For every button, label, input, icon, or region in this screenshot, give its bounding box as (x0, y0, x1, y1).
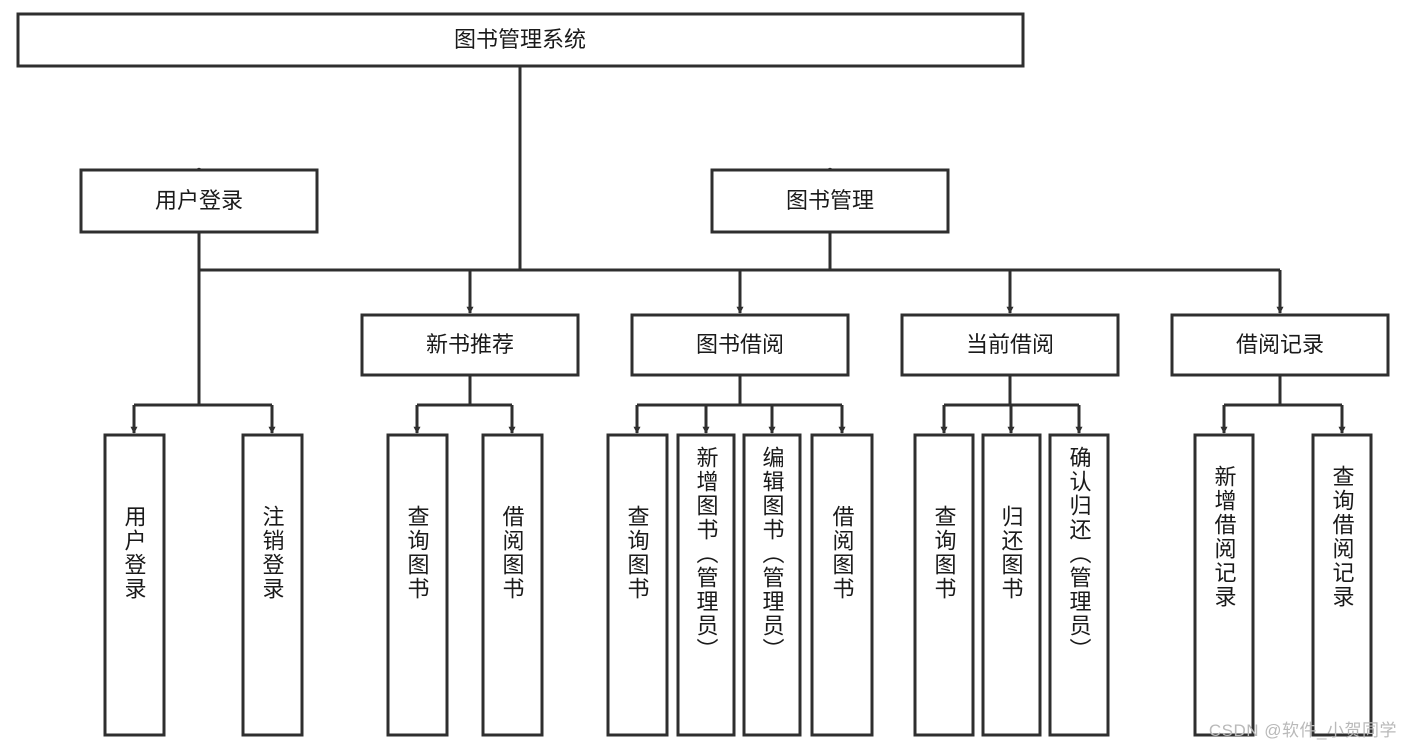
node-leaf-query-record-label: 查询借阅记录 (1330, 465, 1355, 609)
node-borrow-record-label: 借阅记录 (1236, 332, 1324, 357)
node-leaf-query-book-2[interactable]: 查询图书 (606, 433, 669, 737)
node-leaf-query-record[interactable]: 查询借阅记录 (1311, 433, 1373, 737)
node-new-book-recommend-label: 新书推荐 (426, 332, 514, 357)
node-leaf-user-login-label: 用户登录 (122, 505, 147, 601)
node-leaf-logout-login[interactable]: 注销登录 (241, 433, 304, 737)
node-leaf-user-login[interactable]: 用户登录 (103, 433, 166, 737)
node-book-borrow-box[interactable] (630, 313, 850, 377)
node-leaf-query-book-3[interactable]: 查询图书 (913, 433, 975, 737)
node-current-borrow[interactable]: 当前借阅 (900, 313, 1120, 377)
node-current-borrow-box[interactable] (900, 313, 1120, 377)
connector-group-userlogin-to-leaves (130, 232, 276, 434)
node-book-borrow-label: 图书借阅 (696, 332, 784, 357)
connector-group-currentborrow-to-leaves (940, 375, 1083, 434)
node-leaf-add-record-box[interactable] (1193, 433, 1255, 737)
node-leaf-query-book-1-label: 查询图书 (405, 505, 430, 601)
node-leaf-add-book[interactable]: 新增图书（管理员） (676, 433, 736, 737)
connector-group-newbook-to-leaves (413, 375, 516, 434)
node-leaf-confirm-return[interactable]: 确认归还（管理员） (1048, 433, 1110, 737)
node-new-book-recommend-box[interactable] (360, 313, 580, 377)
node-leaf-borrow-book-1-label: 借阅图书 (500, 505, 525, 601)
node-leaf-query-book-2-box[interactable] (606, 433, 669, 737)
node-root-label: 图书管理系统 (454, 27, 586, 52)
node-leaf-borrow-book-2-box[interactable] (810, 433, 874, 737)
node-leaf-add-book-box[interactable] (676, 433, 736, 737)
node-leaf-add-book-label: 新增图书（管理员） (694, 446, 719, 662)
node-leaf-return-book[interactable]: 归还图书 (981, 433, 1042, 737)
node-book-manage-label: 图书管理 (786, 188, 874, 213)
node-book-manage-box[interactable] (710, 168, 950, 234)
node-leaf-borrow-book-1-box[interactable] (481, 433, 544, 737)
node-leaf-borrow-book-2[interactable]: 借阅图书 (810, 433, 874, 737)
node-leaf-borrow-book-1[interactable]: 借阅图书 (481, 433, 544, 737)
node-root-box[interactable] (16, 12, 1025, 68)
node-leaf-add-record[interactable]: 新增借阅记录 (1193, 433, 1255, 737)
node-leaf-query-book-3-label: 查询图书 (932, 505, 957, 601)
node-leaf-query-book-2-label: 查询图书 (625, 505, 650, 601)
node-root[interactable]: 图书管理系统 (16, 12, 1025, 68)
node-leaf-query-book-1-box[interactable] (386, 433, 449, 737)
connector-group-bookborrow-to-leaves (633, 375, 846, 434)
node-leaf-logout-login-label: 注销登录 (260, 505, 285, 601)
node-leaf-return-book-box[interactable] (981, 433, 1042, 737)
node-leaf-add-record-label: 新增借阅记录 (1212, 465, 1237, 609)
node-leaf-confirm-return-label: 确认归还（管理员） (1067, 446, 1092, 662)
node-book-manage[interactable]: 图书管理 (710, 168, 950, 234)
node-user-login-label: 用户登录 (155, 188, 243, 213)
node-current-borrow-label: 当前借阅 (966, 332, 1054, 357)
connector-group-root-to-level2 (195, 66, 834, 272)
node-leaf-user-login-box[interactable] (103, 433, 166, 737)
node-leaf-query-book-1[interactable]: 查询图书 (386, 433, 449, 737)
node-user-login[interactable]: 用户登录 (79, 168, 319, 234)
node-leaf-borrow-book-2-label: 借阅图书 (830, 505, 855, 601)
node-leaf-query-book-3-box[interactable] (913, 433, 975, 737)
connector-group-bookmanage-to-level3 (466, 232, 1284, 314)
node-leaf-edit-book-label: 编辑图书（管理员） (760, 446, 785, 662)
node-leaf-edit-book[interactable]: 编辑图书（管理员） (742, 433, 802, 737)
node-leaf-query-record-box[interactable] (1311, 433, 1373, 737)
connector-group-borrowrecord-to-leaves (1220, 375, 1346, 434)
node-leaf-edit-book-box[interactable] (742, 433, 802, 737)
node-leaf-confirm-return-box[interactable] (1048, 433, 1110, 737)
node-borrow-record[interactable]: 借阅记录 (1170, 313, 1390, 377)
node-leaf-logout-login-box[interactable] (241, 433, 304, 737)
node-leaf-return-book-label: 归还图书 (999, 505, 1024, 601)
node-book-borrow[interactable]: 图书借阅 (630, 313, 850, 377)
node-user-login-box[interactable] (79, 168, 319, 234)
node-new-book-recommend[interactable]: 新书推荐 (360, 313, 580, 377)
node-borrow-record-box[interactable] (1170, 313, 1390, 377)
